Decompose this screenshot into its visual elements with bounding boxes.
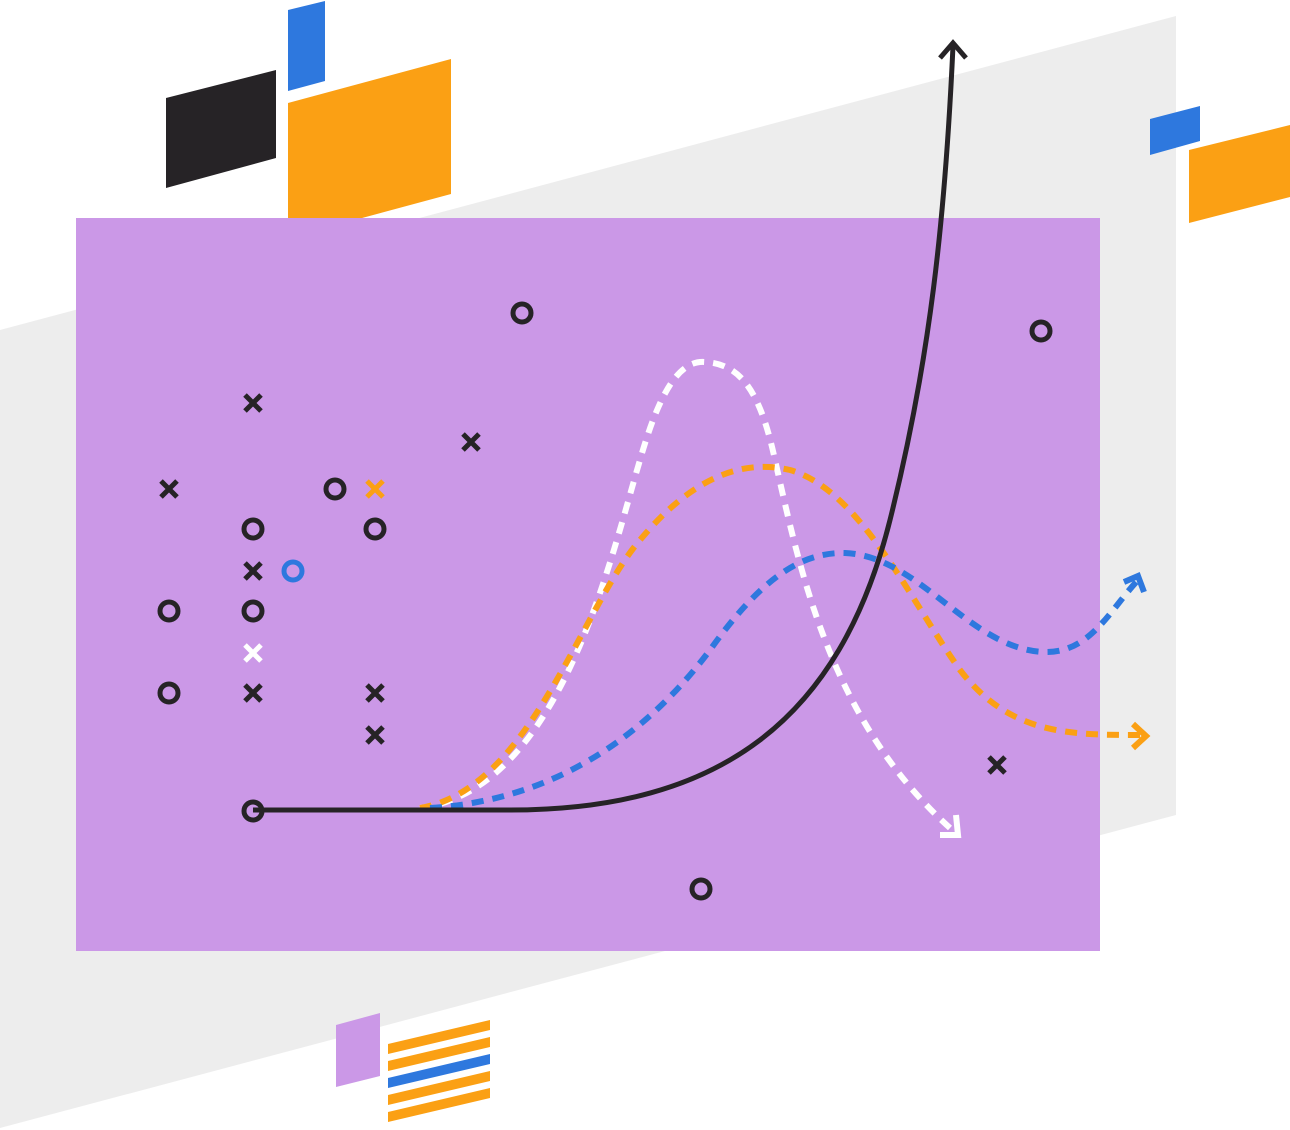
decor-striped-block [388,1020,490,1122]
decor-blue-block-right [1150,106,1200,155]
dark-x-mark-icon [365,725,385,745]
blue-ring-icon [281,559,305,583]
dark-x-mark-icon [461,432,481,452]
stripe [388,1054,490,1088]
decor-orange-block-top [288,59,451,238]
black-exponential-curve [253,45,956,813]
dark-x-mark-icon [159,479,179,499]
dark-ring-icon [157,599,181,623]
dark-ring-icon [157,681,181,705]
dark-x-mark-icon [987,755,1007,775]
stripe [388,1037,490,1071]
marker-layer [157,301,1053,901]
black-arrowhead [938,39,968,60]
orange-arrowhead [1130,721,1151,751]
decor-purple-block-bottom [336,1013,380,1087]
white-x-mark-icon [243,643,263,663]
white-dashed-bell-curve [419,358,953,831]
dark-ring-icon [323,477,347,501]
orange-x-mark-icon [365,479,385,499]
decor-orange-block-right [1189,125,1290,223]
blue-arrowhead [1122,572,1147,594]
dark-ring-icon [363,517,387,541]
dark-ring-icon [689,877,713,901]
dark-x-mark-icon [243,393,263,413]
dark-ring-icon [1029,319,1053,343]
dark-x-mark-icon [243,683,263,703]
dark-ring-icon [241,599,265,623]
stripe [388,1020,490,1054]
decor-blue-block-top [288,1,325,91]
dark-ring-icon [241,799,265,823]
orange-dashed-curve [419,463,1141,811]
dark-x-mark-icon [365,683,385,703]
stripe [388,1088,490,1122]
decor-dark-block [166,70,276,188]
plot-panel [76,218,1100,951]
white-arrowhead [940,814,962,838]
blue-dashed-curve [429,549,1141,811]
dark-x-mark-icon [243,561,263,581]
dark-ring-icon [241,517,265,541]
dark-ring-icon [510,301,534,325]
stripe [388,1071,490,1105]
